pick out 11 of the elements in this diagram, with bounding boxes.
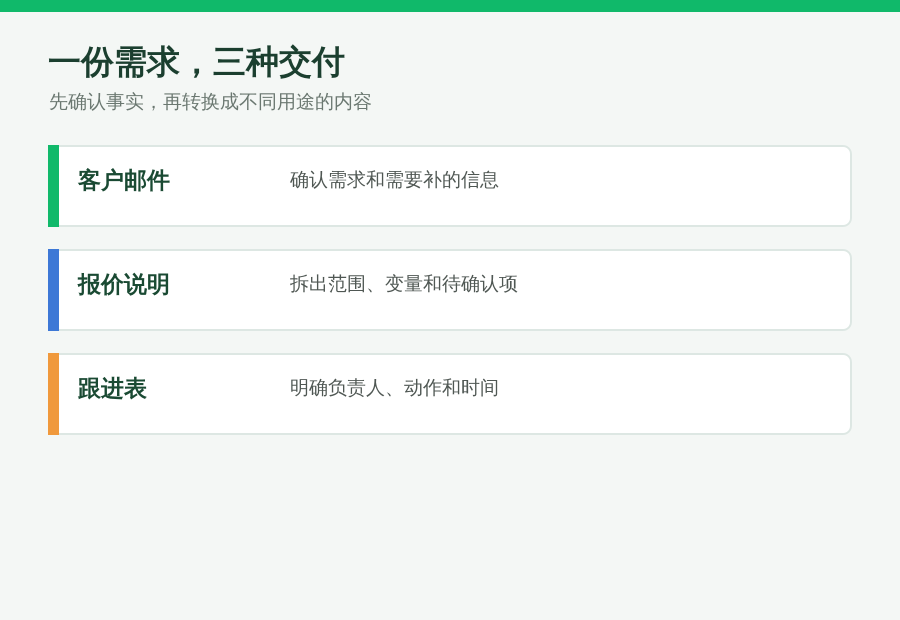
card-description: 确认需求和需要补的信息 [290, 168, 499, 193]
card-heading: 跟进表 [78, 375, 147, 404]
card-heading: 报价说明 [78, 271, 170, 300]
subtitle: 先确认事实，再转换成不同用途的内容 [49, 90, 372, 115]
deliverable-card [48, 249, 852, 331]
card-heading: 客户邮件 [78, 167, 170, 196]
deliverable-card [48, 353, 852, 435]
title: 一份需求，三种交付 [48, 42, 345, 82]
card-description: 明确负责人、动作和时间 [290, 376, 499, 401]
card-description: 拆出范围、变量和待确认项 [290, 272, 518, 297]
deliverable-card [48, 145, 852, 227]
